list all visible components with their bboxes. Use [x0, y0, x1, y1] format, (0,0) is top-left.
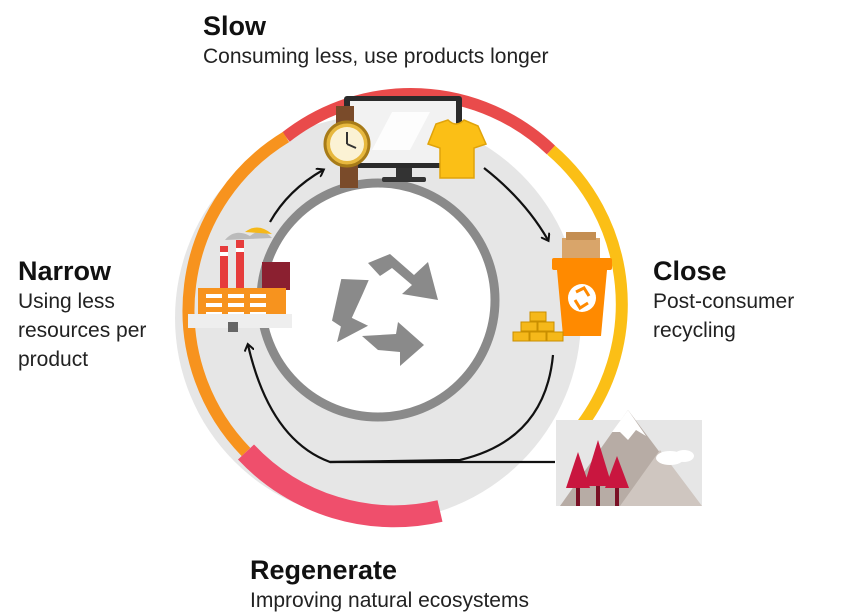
forest-mountain-icon	[556, 410, 702, 506]
outer-ring	[182, 88, 628, 528]
tshirt-icon	[427, 119, 488, 179]
arrow-slow-to-close	[483, 167, 548, 240]
arrow-regenerate-to-narrow	[248, 345, 555, 464]
inner-ring	[256, 178, 500, 422]
slow-title: Slow	[203, 11, 267, 41]
recycle-icon	[332, 254, 438, 366]
label-regenerate: Regenerate Improving natural ecosystems	[250, 554, 529, 615]
close-subtitle: Post-consumer recycling	[653, 290, 795, 342]
slow-subtitle: Consuming less, use products longer	[203, 45, 549, 68]
slow-arc	[282, 88, 556, 155]
label-close: Close Post-consumer recycling	[653, 255, 843, 345]
gold-bars-icon	[512, 311, 564, 342]
narrow-title: Narrow	[18, 256, 112, 286]
watch-icon	[323, 106, 371, 188]
label-slow: Slow Consuming less, use products longer	[203, 10, 549, 71]
regenerate-arc	[237, 444, 443, 528]
flow-arrows	[248, 167, 555, 464]
narrow-arc	[182, 131, 290, 457]
recycling-bin-icon	[552, 232, 612, 336]
arrow-narrow-to-slow	[269, 170, 323, 223]
factory-icon	[188, 227, 292, 332]
close-arc	[547, 145, 628, 434]
regenerate-title: Regenerate	[250, 555, 398, 585]
arrow-close-down	[329, 354, 555, 464]
narrow-subtitle: Using less resources per product	[18, 290, 147, 371]
label-narrow: Narrow Using less resources per product	[18, 255, 188, 374]
regenerate-subtitle: Improving natural ecosystems	[250, 589, 529, 612]
close-title: Close	[653, 256, 727, 286]
